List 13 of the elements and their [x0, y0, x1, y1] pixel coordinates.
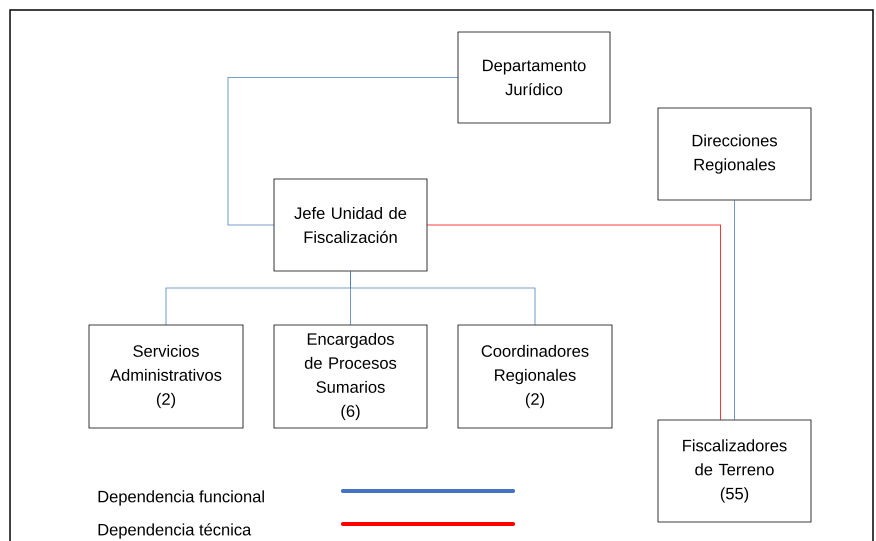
org-box: Servicios Administrativos (2) [88, 324, 244, 428]
connector-line [427, 224, 721, 420]
org-box: Encargados de Procesos Sumarios (6) [274, 324, 428, 428]
org-box: Fiscalizadores de Terreno (55) [658, 420, 812, 522]
legend-text: Dependencia técnica [98, 523, 252, 539]
org-box: Departamento Jurídico [458, 32, 610, 124]
org-box: Coordinadores Regionales (2) [458, 324, 612, 428]
legend-text: Dependencia funcional [98, 490, 264, 506]
connector-line [350, 271, 536, 325]
org-box: Direcciones Regionales [658, 108, 812, 200]
connector-line [734, 200, 735, 420]
org-box: Jefe Unidad de Fiscalización [274, 178, 428, 272]
connector-line [228, 77, 458, 226]
